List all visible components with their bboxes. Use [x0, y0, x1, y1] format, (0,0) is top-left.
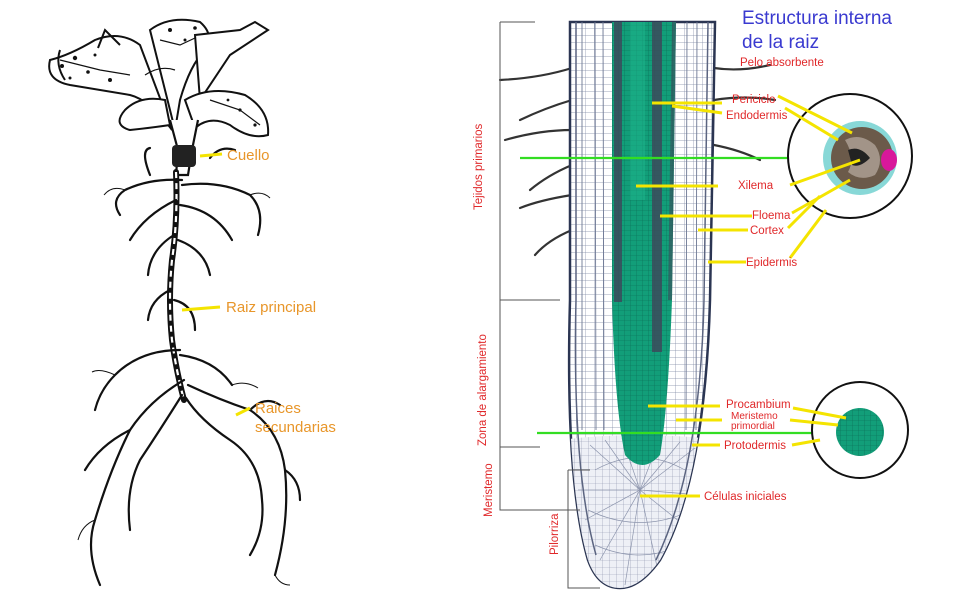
- plant-leaves: [48, 18, 270, 138]
- label-meristemo-primordial-line2: primordial: [731, 421, 775, 432]
- label-cuello: Cuello: [227, 147, 270, 164]
- zone-tejidos-primarios: Tejidos primarios: [473, 123, 485, 210]
- zone-pilorriza: Pilorriza: [549, 513, 561, 555]
- zone-meristemo: Meristemo: [483, 463, 495, 517]
- root-body: [567, 20, 717, 590]
- cross-section-young: [811, 381, 909, 479]
- cross-section-mature: [787, 93, 913, 219]
- label-xilema: Xilema: [738, 180, 774, 192]
- label-celulas-iniciales: Células iniciales: [704, 491, 787, 503]
- plant-label-pointers: [181, 152, 251, 417]
- diagram-title-line2: de la raiz: [742, 32, 819, 53]
- label-procambium: Procambium: [726, 399, 791, 411]
- zone-brackets: [499, 21, 600, 589]
- label-protodermis: Protodermis: [724, 440, 786, 452]
- root-hairs: [498, 63, 777, 257]
- label-meristemo-primordial-line1: Meristemo: [731, 411, 778, 422]
- label-floema: Floema: [752, 210, 791, 222]
- label-epidermis: Epidermis: [746, 257, 797, 269]
- zone-alargamiento: Zona de alargamiento: [477, 334, 489, 446]
- label-periciclo: Periciclo: [732, 94, 775, 106]
- label-raiz-principal: Raiz principal: [226, 299, 316, 316]
- plant-illustration: [48, 18, 302, 587]
- label-endodermis: Endodermis: [726, 110, 788, 122]
- root-label-pointers: [636, 94, 861, 498]
- diagram-title-line1: Estructura interna: [742, 8, 892, 29]
- label-raices-secundarias-line1: Raices: [255, 400, 301, 417]
- label-cortex: Cortex: [750, 225, 784, 237]
- label-raices-secundarias-line2: secundarias: [255, 419, 336, 436]
- label-pelo-absorbente: Pelo absorbente: [740, 57, 824, 69]
